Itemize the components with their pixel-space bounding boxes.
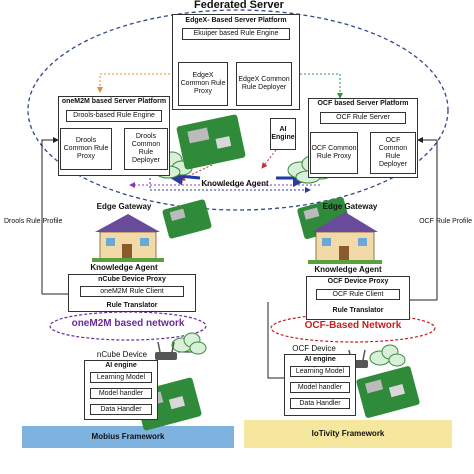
left-ai-engine-title: AI engine — [105, 362, 137, 369]
right-rule-translator-label: Rule Translator — [332, 307, 384, 314]
ai-to-agent-arrow — [261, 149, 277, 169]
right-house-icon — [308, 212, 382, 264]
edgex-platform-title: EdgeX- Based Server Platform — [185, 17, 287, 24]
ocf-rule-client-box: OCF Rule Client — [316, 289, 400, 300]
ocf-rule-deployer-box: OCF Common Rule Deployer — [370, 132, 416, 174]
edgex-rule-deployer-box: EdgeX Common Rule Deployer — [236, 62, 292, 106]
federated-server-title: Federated Server — [194, 0, 284, 11]
right-edge-gateway-title: Edge Gateway — [322, 202, 378, 211]
ekuiper-rule-engine-box: Ekuiper based Rule Engine — [182, 28, 290, 40]
right-data-handler-box: Data Handler — [290, 398, 350, 409]
drools-rule-engine-box: Drools-based Rule Engine — [66, 110, 162, 122]
ocf-rule-server-box: OCF Rule Server — [320, 112, 406, 124]
server-knowledge-agent-label: Knowledge Agent — [201, 179, 269, 188]
ocf-platform-title: OCF based Server Platform — [317, 100, 409, 107]
right-device-cloud-icon — [369, 344, 406, 367]
federated-server-boundary — [27, 9, 449, 211]
iotivity-framework-label: IoTivity Framework — [311, 429, 385, 438]
iotivity-framework-bar — [244, 420, 452, 448]
green-rule-arrow-2 — [292, 73, 343, 99]
onem2m-network-label: oneM2M based network — [71, 318, 185, 329]
drools-profile-line — [41, 137, 59, 294]
right-knowledge-agent-label: Knowledge Agent — [314, 265, 382, 274]
right-ai-engine-title: AI engine — [304, 356, 336, 363]
right-device-board-icon — [356, 366, 420, 418]
onem2m-platform-title: oneM2M based Server Platform — [61, 98, 167, 105]
onem2m-rule-client-box: oneM2M Rule Client — [80, 286, 184, 297]
ocf-network-label: OCF-Based Network — [304, 320, 402, 331]
right-model-handler-box: Model handler — [290, 382, 350, 393]
right-learning-model-box: Learning Model — [290, 366, 350, 377]
ocf-rule-proxy-box: OCF Common Rule Proxy — [310, 132, 358, 174]
ocf-profile-line — [417, 137, 438, 300]
ai-engine-box: AI Engine — [270, 118, 296, 150]
ncube-device-proxy-title: nCube Device Proxy — [98, 276, 166, 283]
left-device-cloud-icon — [171, 332, 207, 355]
server-board-icon — [176, 114, 246, 170]
edgex-rule-proxy-box: EdgeX Common Rule Proxy — [178, 62, 228, 106]
left-gateway-board-icon — [162, 199, 212, 239]
mobius-framework-label: Mobius Framework — [91, 432, 165, 441]
orange-rule-arrow — [97, 73, 178, 93]
left-model-handler-box: Model handler — [90, 388, 152, 399]
ocf-device-proxy-title: OCF Device Proxy — [327, 278, 389, 285]
ncube-device-title: nCube Device — [96, 350, 148, 359]
mobius-framework-bar — [22, 426, 234, 448]
left-data-handler-box: Data Handler — [90, 404, 152, 415]
left-edge-gateway-title: Edge Gateway — [96, 202, 152, 211]
ocf-device-title: OCF Device — [292, 344, 336, 353]
left-learning-model-box: Learning Model — [90, 372, 152, 383]
right-gateway-device-line — [267, 302, 290, 379]
left-router-icon — [155, 341, 177, 360]
ocf-rule-profile-label: OCF Rule Profile — [419, 218, 472, 225]
left-knowledge-agent-label: Knowledge Agent — [90, 263, 158, 272]
left-house-icon — [92, 214, 164, 262]
drools-rule-deployer-box: Drools Common Rule Deployer — [124, 128, 168, 170]
onem2m-network-boundary — [49, 311, 207, 341]
left-rule-translator-label: Rule Translator — [106, 302, 158, 309]
drools-rule-proxy-box: Drools Common Rule Proxy — [60, 128, 112, 170]
drools-rule-profile-label: Drools Rule Profile — [4, 218, 63, 225]
